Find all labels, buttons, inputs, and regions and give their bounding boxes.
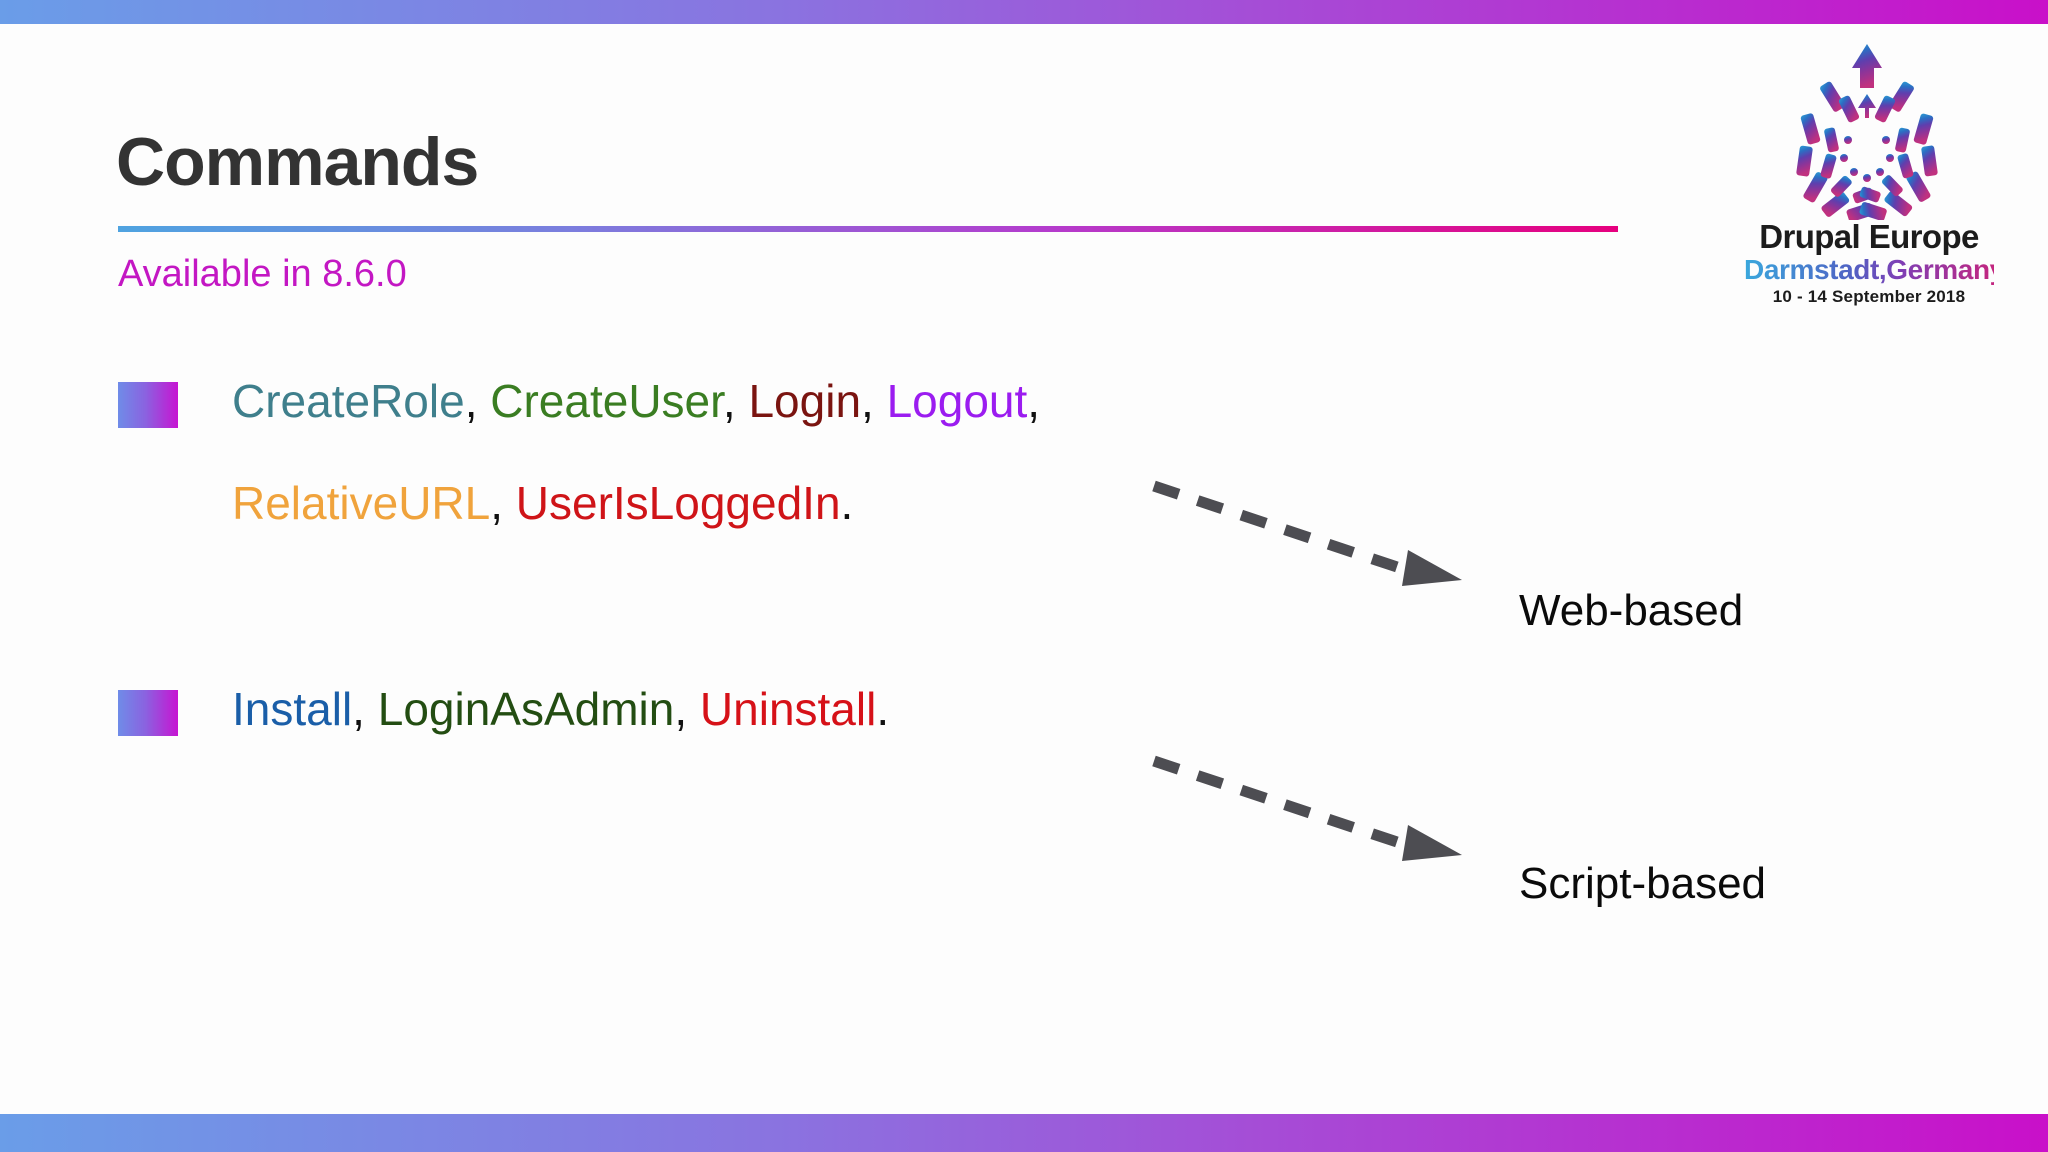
command-list-line-2: RelativeURL, UserIsLoggedIn. bbox=[232, 480, 853, 526]
bottom-gradient-bar bbox=[0, 1114, 2048, 1152]
command-token: , bbox=[722, 375, 749, 427]
command-token: Logout bbox=[886, 375, 1028, 427]
command-token: Login bbox=[748, 375, 862, 427]
bullet-marker-web-based bbox=[118, 382, 178, 428]
bullet-marker-script-based bbox=[118, 690, 178, 736]
command-token: , bbox=[1027, 375, 1041, 427]
command-token: LoginAsAdmin bbox=[377, 683, 675, 735]
command-list-line-3: Install, LoginAsAdmin, Uninstall. bbox=[232, 686, 889, 732]
top-gradient-bar bbox=[0, 0, 2048, 24]
page-title: Commands bbox=[116, 124, 479, 200]
command-token: , bbox=[352, 683, 378, 735]
subtitle-version: Available in 8.6.0 bbox=[118, 253, 407, 295]
command-token: CreateRole bbox=[232, 375, 465, 427]
command-token: Install bbox=[232, 683, 353, 735]
command-token: , bbox=[861, 375, 887, 427]
command-token: UserIsLoggedIn bbox=[515, 477, 841, 529]
logo-location: Darmstadt,Germany bbox=[1744, 253, 2005, 285]
dashed-arrow-script-based-icon bbox=[1152, 755, 1462, 861]
command-token: . bbox=[840, 477, 854, 529]
command-token: . bbox=[876, 683, 890, 735]
logo-wordmark: Drupal Europe Darmstadt,Germany 10 - 14 … bbox=[1744, 218, 2005, 308]
title-underline-rule bbox=[118, 226, 1618, 232]
command-token: Uninstall bbox=[699, 683, 877, 735]
dashed-arrow-web-based-icon bbox=[1152, 480, 1462, 586]
command-list-line-1: CreateRole, CreateUser, Login, Logout, bbox=[232, 378, 1040, 424]
annotation-label-web-based: Web-based bbox=[1519, 586, 1744, 635]
command-token: , bbox=[674, 683, 700, 735]
logo-dates: 10 - 14 September 2018 bbox=[1772, 287, 1966, 307]
annotation-label-script-based: Script-based bbox=[1519, 859, 1767, 908]
command-token: , bbox=[490, 477, 516, 529]
drupal-europe-logo: Drupal Europe Darmstadt,Germany 10 - 14 … bbox=[1744, 42, 2005, 306]
command-token: RelativeURL bbox=[232, 477, 491, 529]
drupal-droplet-icon bbox=[1796, 44, 1938, 220]
command-token: , bbox=[464, 375, 491, 427]
logo-title: Drupal Europe bbox=[1759, 218, 1979, 255]
command-token: CreateUser bbox=[490, 375, 723, 427]
